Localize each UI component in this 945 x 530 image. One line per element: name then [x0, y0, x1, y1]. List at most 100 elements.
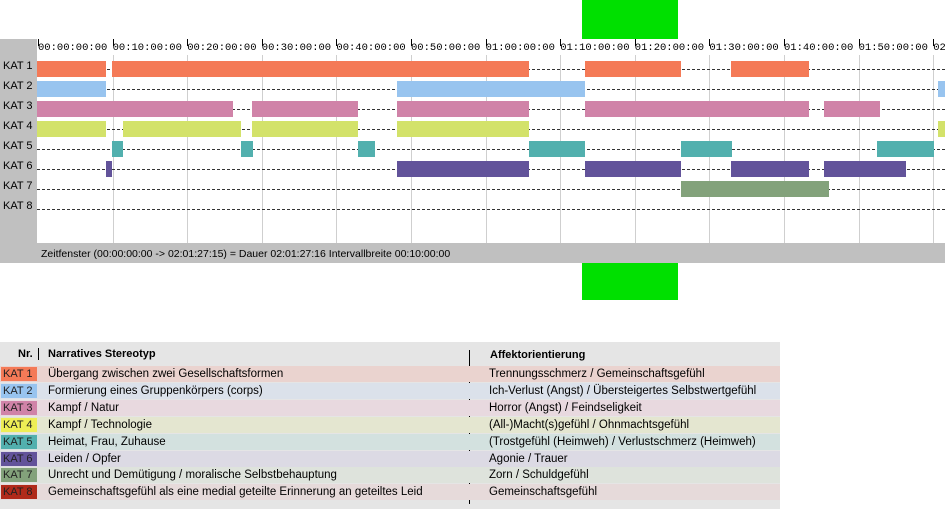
- timeline-segment[interactable]: [585, 61, 681, 77]
- ruler-tick-label: 00:40:00:00: [336, 42, 406, 54]
- timeline-plot[interactable]: 00:00:00:00 00:10:00:00 00:20:00:00 00:30:0…: [37, 39, 945, 243]
- category-badge: KAT 8: [1, 485, 37, 500]
- timeline-segment[interactable]: [529, 141, 586, 157]
- ruler-tick-label: 00:30:00:00: [261, 42, 332, 54]
- timeline-segment[interactable]: [397, 161, 530, 177]
- category-badge: KAT 6: [1, 451, 37, 466]
- category-badge: KAT 1: [1, 367, 37, 381]
- legend-table: Nr. Narratives Stereotyp Affektorientier…: [0, 342, 780, 509]
- timeline-segment[interactable]: [37, 101, 234, 117]
- ruler-tick: [858, 39, 860, 46]
- ruler-tick: [261, 39, 263, 46]
- category-label: KAT 3: [3, 100, 33, 112]
- timeline-segment[interactable]: [111, 141, 123, 157]
- timeline-segment[interactable]: [585, 161, 681, 177]
- category-label: KAT 1: [3, 60, 33, 72]
- timeline-segment[interactable]: [938, 81, 945, 97]
- affekt-cell: (All-)Macht(s)gefühl / Ohnmachtsgefühl: [489, 418, 690, 431]
- ruler-tick: [933, 39, 935, 46]
- ruler-tick: [485, 39, 487, 46]
- ruler-tick-label: 01:20:00:00: [634, 42, 705, 54]
- ruler-tick: [38, 39, 39, 46]
- timeline-segment[interactable]: [357, 141, 375, 157]
- stereotyp-cell: Heimat, Frau, Zuhause: [48, 435, 166, 448]
- ruler-tick-label: 01:10:00:00: [560, 42, 630, 54]
- ruler-tick-label: 01:40:00:00: [784, 42, 854, 54]
- ruler-tick: [784, 39, 785, 46]
- ruler-tick: [411, 39, 412, 46]
- legend-header-divider: [38, 348, 39, 360]
- affekt-cell: Trennungsschmerz / Gemeinschaftsgefühl: [489, 368, 705, 380]
- timeline-segment[interactable]: [111, 61, 530, 77]
- timeline-segment[interactable]: [37, 121, 107, 137]
- ruler-tick-label: 01:00:00:00: [485, 42, 555, 54]
- category-label: KAT 5: [3, 140, 33, 152]
- category-badge: KAT 7: [1, 468, 37, 483]
- stereotyp-cell: Gemeinschaftsgefühl als eine medial gete…: [48, 486, 423, 499]
- timeline-segment[interactable]: [397, 81, 586, 97]
- ruler-tick: [709, 39, 711, 46]
- stereotyp-cell: Kampf / Natur: [48, 401, 119, 414]
- highlight-block-bottom: [582, 263, 678, 300]
- ruler-tick: [336, 39, 338, 46]
- stereotyp-cell: Unrecht und Demütigung / moralische Selb…: [48, 469, 337, 482]
- timeline-segment[interactable]: [585, 101, 810, 117]
- row-guide: [37, 209, 945, 210]
- row-guide: [37, 189, 945, 190]
- category-label: KAT 8: [3, 200, 33, 212]
- timeline-segment[interactable]: [824, 161, 907, 177]
- ruler-tick: [187, 39, 189, 46]
- category-label: KAT 7: [3, 180, 33, 192]
- timeline-segment[interactable]: [680, 181, 830, 197]
- ruler-tick-label: 00:50:00:00: [411, 42, 481, 54]
- legend-header-stereotyp: Narratives Stereotyp: [48, 348, 156, 360]
- timeline-segment[interactable]: [824, 101, 880, 117]
- category-label: KAT 6: [3, 160, 33, 172]
- status-bar: Zeitfenster (00:00:00:00 -> 02:01:27:15)…: [37, 245, 945, 263]
- timeline-segment[interactable]: [122, 121, 241, 137]
- affekt-cell: (Trostgefühl (Heimweh) / Verlustschmerz …: [489, 435, 756, 448]
- timeline-segment[interactable]: [251, 121, 358, 137]
- timeline-panel: 00:00:00:00 00:10:00:00 00:20:00:00 00:30:0…: [0, 39, 945, 263]
- timeline-segment[interactable]: [680, 141, 733, 157]
- timeline-segment[interactable]: [240, 141, 254, 157]
- row-guide: [37, 149, 945, 150]
- timeline-segment[interactable]: [397, 121, 530, 137]
- stereotyp-cell: Kampf / Technologie: [48, 418, 152, 431]
- ruler-tick-label: 01:50:00:00: [858, 42, 928, 54]
- timeline-segment[interactable]: [397, 101, 530, 117]
- timeline-segment[interactable]: [106, 161, 112, 177]
- legend-row: KAT 6 Leiden / Opfer Agonie / Trauer: [0, 450, 780, 467]
- ruler-tick-label: 01:30:00:00: [709, 42, 779, 54]
- timeline-segment[interactable]: [730, 61, 810, 77]
- category-label: KAT 4: [3, 120, 33, 132]
- legend-row: KAT 4 Kampf / Technologie (All-)Macht(s)ge…: [0, 416, 780, 433]
- affekt-cell: Zorn / Schuldgefühl: [489, 469, 589, 482]
- affekt-cell: Ich-Verlust (Angst) / Übersteigertes Sel…: [489, 384, 757, 397]
- time-ruler: 00:00:00:00 00:10:00:00 00:20:00:00 00:30:0…: [37, 39, 945, 55]
- stereotyp-cell: Leiden / Opfer: [48, 452, 121, 465]
- timeline-segment[interactable]: [938, 121, 945, 137]
- timeline-segment[interactable]: [730, 161, 810, 177]
- category-label: KAT 2: [3, 80, 33, 92]
- ruler-tick-label: 00:10:00:00: [112, 42, 182, 54]
- highlight-block-top: [582, 0, 678, 39]
- affekt-cell: Agonie / Trauer: [489, 452, 568, 465]
- timeline-segment[interactable]: [37, 61, 107, 77]
- ruler-tick: [634, 39, 636, 46]
- ruler-tick: [112, 39, 114, 46]
- legend-header-affekt: Affektorientierung: [490, 349, 586, 361]
- legend-row: KAT 7 Unrecht und Demütigung / moralische…: [0, 467, 780, 484]
- category-badge: KAT 4: [1, 417, 37, 432]
- timeline-segment[interactable]: [876, 141, 935, 157]
- affekt-cell: Horror (Angst) / Feindseligkeit: [489, 401, 642, 414]
- timeline-segment[interactable]: [251, 101, 358, 117]
- category-badge: KAT 5: [1, 434, 37, 449]
- ruler-tick-label: 00:20:00:00: [187, 42, 257, 54]
- stereotyp-cell: Übergang zwischen zwei Gesellschaftsform…: [48, 368, 284, 380]
- ruler-tick-label: 00:00:00:00: [38, 42, 108, 54]
- timeline-segment[interactable]: [37, 81, 107, 97]
- legend-row: KAT 5 Heimat, Frau, Zuhause (Trostgefühl (…: [0, 433, 780, 450]
